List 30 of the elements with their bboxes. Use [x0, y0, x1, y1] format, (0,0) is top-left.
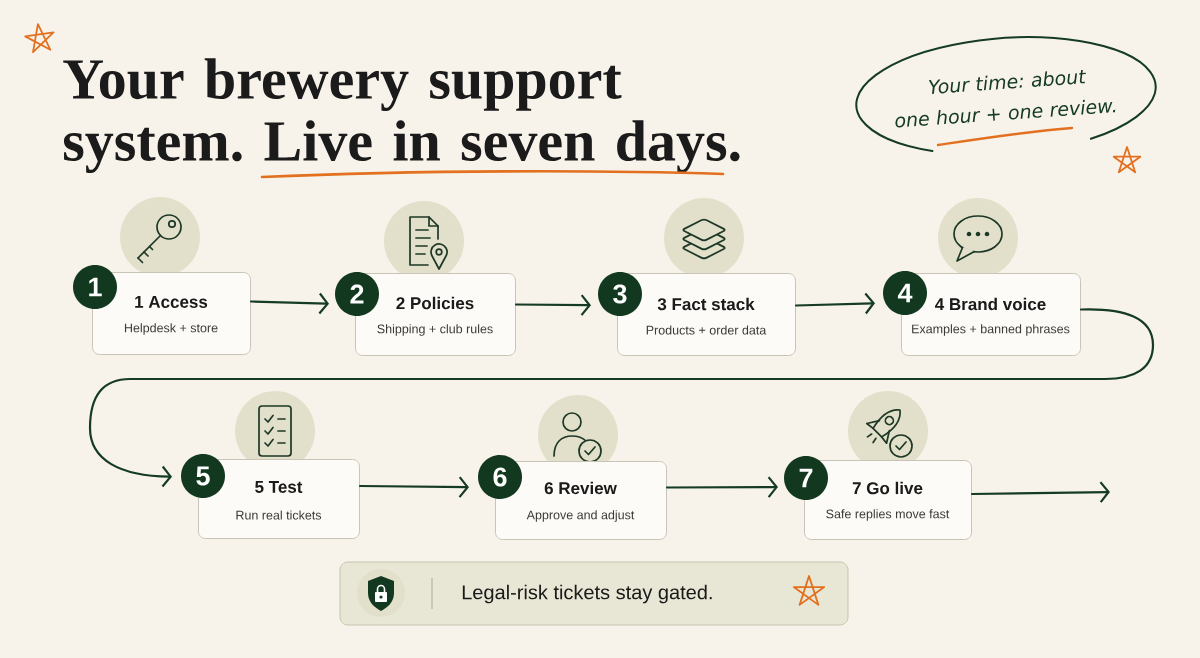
step-description: Examples + banned phrases [912, 324, 1070, 336]
step-title: 5 Test [255, 481, 303, 493]
arrow [794, 292, 875, 315]
number-badge: 6 [478, 455, 522, 499]
banner: Legal-risk tickets stay gated. [339, 561, 849, 626]
number-badge: 7 [784, 456, 828, 500]
arrow [358, 476, 469, 498]
arrow [249, 292, 329, 315]
number-badge: 4 [883, 271, 927, 315]
number-badge: 5 [181, 454, 225, 498]
step-title: 6 Review [544, 481, 617, 495]
curved-arrow [88, 308, 1155, 488]
number-badge: 2 [335, 272, 379, 316]
step-description: Shipping + club rules [377, 324, 493, 336]
step-title: 3 Fact stack [657, 297, 755, 311]
step-description: Products + order data [646, 325, 767, 335]
step-description: Safe replies move fast [826, 509, 950, 521]
step-title: 1 Access [135, 296, 208, 308]
arrow [970, 481, 1110, 503]
step-description: Approve and adjust [526, 510, 635, 522]
arrow [514, 294, 591, 316]
step-title: 2 Policies [396, 296, 474, 310]
number-badge: 1 [73, 265, 117, 309]
title: Your brewery support system. Live in seven days. [63, 58, 740, 173]
arrow [665, 476, 778, 498]
step-title: 4 Brand voice [935, 297, 1046, 311]
number-badge: 3 [598, 272, 642, 316]
step-title: 7 Go live [852, 481, 923, 495]
step-description: Run real tickets [236, 510, 322, 520]
step-description: Helpdesk + store [124, 323, 218, 335]
